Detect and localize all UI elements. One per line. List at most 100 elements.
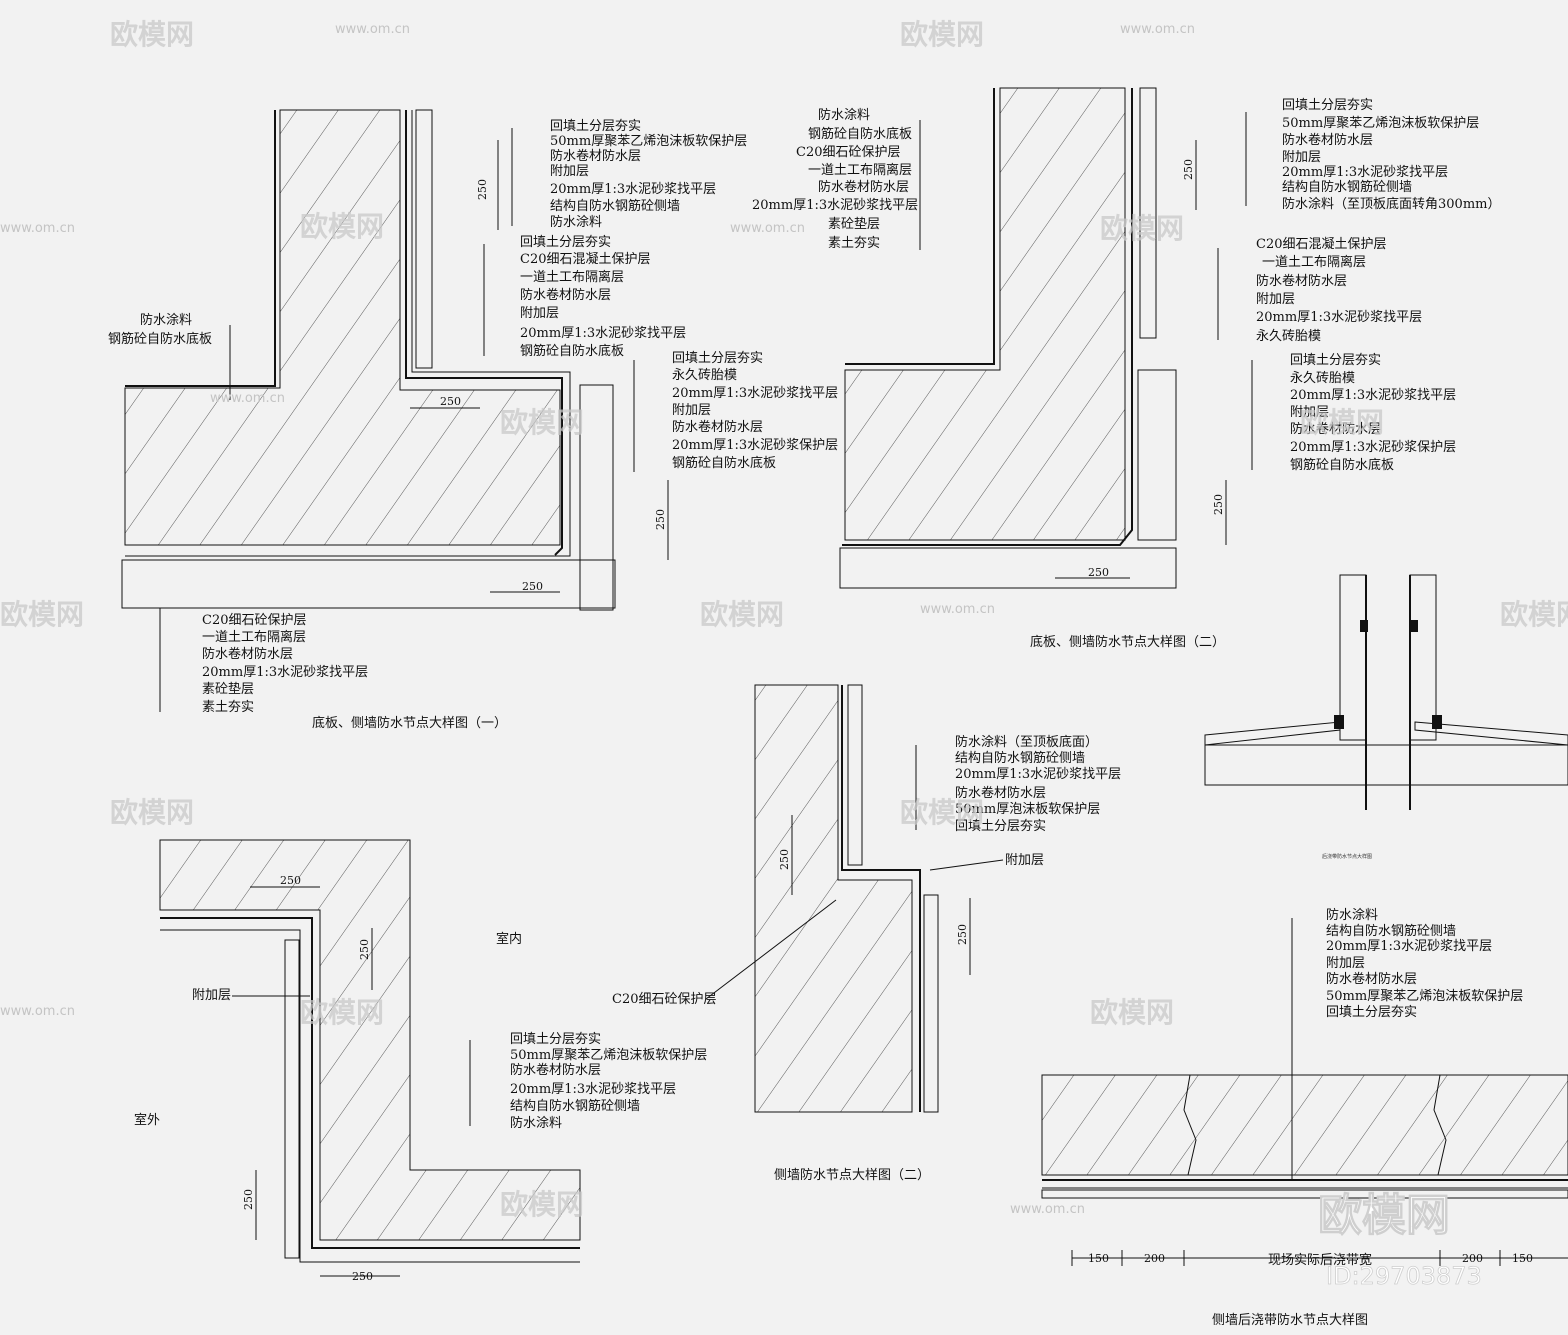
label-5-6: 回填土分层夯实 bbox=[1326, 1005, 1417, 1020]
label-2d-0: 回填土分层夯实 bbox=[1290, 353, 1381, 368]
dim-3b: 250 bbox=[358, 939, 371, 960]
concrete-bedding bbox=[121, 559, 616, 609]
membrane-line-4 bbox=[841, 685, 921, 1112]
labels-1c: 回填土分层夯实 永久砖胎模 20mm厚1:3水泥砂浆找平层 附加层 防水卷材防水… bbox=[672, 351, 838, 471]
detail-2: 250 250 250 防水涂料 钢筋砼自防水底板 C20细石砼保护层 一道土工… bbox=[752, 87, 1500, 650]
watermark-brand-14: 欧模网 bbox=[500, 1188, 584, 1221]
watermark-brand-4: 欧模网 bbox=[1100, 212, 1184, 245]
label-2a-2: C20细石砼保护层 bbox=[796, 145, 901, 160]
label-1c-4: 防水卷材防水层 bbox=[672, 419, 763, 435]
label-1b-4: 附加层 bbox=[520, 306, 559, 321]
labels-2d: 回填土分层夯实 永久砖胎模 20mm厚1:3水泥砂浆找平层 附加层 防水卷材防水… bbox=[1290, 353, 1456, 473]
watermark-url-7: www.om.cn bbox=[0, 1004, 75, 1019]
label-1a-4: 20mm厚1:3水泥砂浆找平层 bbox=[550, 182, 716, 197]
label-1b-5: 20mm厚1:3水泥砂浆找平层 bbox=[520, 326, 686, 341]
labels-2b: 回填土分层夯实 50mm厚聚苯乙烯泡沫板软保护层 防水卷材防水层 附加层 20m… bbox=[1282, 98, 1500, 212]
slab-section-6 bbox=[1204, 744, 1568, 786]
watermark-brand-9: 欧模网 bbox=[1500, 598, 1568, 631]
label-1c-5: 20mm厚1:3水泥砂浆保护层 bbox=[672, 438, 838, 453]
label-1a-0: 回填土分层夯实 bbox=[550, 119, 641, 134]
detail-5-title: 侧墙后浇带防水节点大样图 bbox=[1212, 1312, 1368, 1328]
label-2b-2: 防水卷材防水层 bbox=[1282, 132, 1373, 148]
label-2d-3: 附加层 bbox=[1290, 405, 1329, 420]
label-5-1: 结构自防水钢筋砼侧墙 bbox=[1326, 923, 1456, 939]
side-label-4: 附加层 bbox=[1005, 853, 1044, 868]
label-2a-5: 20mm厚1:3水泥砂浆找平层 bbox=[752, 198, 918, 213]
label-2c-5: 永久砖胎模 bbox=[1256, 329, 1321, 344]
label-2d-5: 20mm厚1:3水泥砂浆保护层 bbox=[1290, 440, 1456, 455]
coating-line bbox=[125, 110, 276, 387]
label-1a-2: 防水卷材防水层 bbox=[550, 148, 641, 164]
left-label-4: C20细石砼保护层 bbox=[612, 992, 717, 1007]
watermark-brand-5: 欧模网 bbox=[500, 406, 584, 439]
label-4-5: 回填土分层夯实 bbox=[955, 819, 1046, 834]
dim-1c: 250 bbox=[476, 179, 489, 200]
dim-1d: 250 bbox=[654, 509, 667, 530]
dim-3c: 250 bbox=[242, 1189, 255, 1210]
labels-4: 防水涂料（至顶板底面） 结构自防水钢筋砼侧墙 20mm厚1:3水泥砂浆找平层 防… bbox=[955, 734, 1121, 834]
label-3-2: 防水卷材防水层 bbox=[510, 1062, 601, 1078]
membrane-line bbox=[405, 110, 563, 556]
label-2b-0: 回填土分层夯实 bbox=[1282, 98, 1373, 113]
label-1b-6: 钢筋砼自防水底板 bbox=[520, 343, 624, 359]
structure-outline-2 bbox=[844, 87, 1126, 541]
detail-1: 250 250 250 250 回填土分层夯实 50mm厚聚苯乙烯泡沫板软保护层… bbox=[108, 109, 838, 731]
foam-protection bbox=[415, 109, 433, 369]
dim-4a: 250 bbox=[778, 849, 791, 870]
label-1c-3: 附加层 bbox=[672, 403, 711, 418]
label-1e-1: 一道土工布隔离层 bbox=[202, 629, 306, 645]
label-2a-0: 防水涂料 bbox=[818, 107, 870, 123]
label-1d-0: 防水涂料 bbox=[140, 312, 192, 328]
label-1a-5: 结构自防水钢筋砼侧墙 bbox=[550, 198, 680, 214]
center-label-5: 现场实际后浇带宽 bbox=[1268, 1252, 1372, 1268]
dim-5c: 200 bbox=[1462, 1252, 1483, 1265]
label-2c-3: 附加层 bbox=[1256, 292, 1295, 307]
detail-5: 150 200 200 150 现场实际后浇带宽 防水涂料 结构自防水钢筋砼侧墙… bbox=[1041, 907, 1568, 1328]
corner-brand-logo: 欧模网 bbox=[1318, 1190, 1450, 1241]
label-1a-1: 50mm厚聚苯乙烯泡沫板软保护层 bbox=[550, 134, 747, 149]
labels-2a: 防水涂料 钢筋砼自防水底板 C20细石砼保护层 一道土工布隔离层 防水卷材防水层… bbox=[752, 107, 918, 251]
membrane-line-3 bbox=[160, 917, 580, 1249]
side-label-3: 附加层 bbox=[192, 988, 231, 1003]
label-2c-4: 20mm厚1:3水泥砂浆找平层 bbox=[1256, 310, 1422, 325]
watermark-url-1: www.om.cn bbox=[335, 22, 410, 37]
label-2a-6: 素砼垫层 bbox=[828, 216, 880, 232]
label-1e-0: C20细石砼保护层 bbox=[202, 613, 307, 628]
label-1e-4: 素砼垫层 bbox=[202, 681, 254, 697]
detail-6-title: 后浇带防水节点大样图 bbox=[1322, 853, 1372, 860]
label-3-1: 50mm厚聚苯乙烯泡沫板软保护层 bbox=[510, 1048, 707, 1063]
watermark-url-2: www.om.cn bbox=[1120, 22, 1195, 37]
screed-line bbox=[125, 110, 571, 557]
label-5-4: 防水卷材防水层 bbox=[1326, 971, 1417, 987]
label-2b-4: 20mm厚1:3水泥砂浆找平层 bbox=[1282, 165, 1448, 180]
watermark-brand-8: 欧模网 bbox=[700, 598, 784, 631]
label-3-0: 回填土分层夯实 bbox=[510, 1032, 601, 1047]
detail-4-title: 侧墙防水节点大样图（二） bbox=[774, 1167, 930, 1183]
watermark-url-3: www.om.cn bbox=[0, 221, 75, 236]
dim-3d: 250 bbox=[352, 1270, 373, 1283]
dim-5b: 200 bbox=[1144, 1252, 1165, 1265]
label-4-0: 防水涂料（至顶板底面） bbox=[955, 734, 1098, 750]
watermark-brand-6: 欧模网 bbox=[1300, 406, 1384, 439]
label-3-3: 20mm厚1:3水泥砂浆找平层 bbox=[510, 1082, 676, 1097]
label-2d-1: 永久砖胎模 bbox=[1290, 371, 1355, 386]
brick-mould bbox=[579, 384, 614, 611]
dim-5a: 150 bbox=[1088, 1252, 1109, 1265]
label-2a-4: 防水卷材防水层 bbox=[818, 179, 909, 195]
label-2b-1: 50mm厚聚苯乙烯泡沫板软保护层 bbox=[1282, 116, 1479, 131]
label-1c-0: 回填土分层夯实 bbox=[672, 351, 763, 366]
label-3-4: 结构自防水钢筋砼侧墙 bbox=[510, 1098, 640, 1114]
labels-2c: C20细石混凝土保护层 一道土工布隔离层 防水卷材防水层 附加层 20mm厚1:… bbox=[1256, 236, 1422, 344]
label-5-3: 附加层 bbox=[1326, 956, 1365, 971]
labels-1b: 回填土分层夯实 C20细石混凝土保护层 一道土工布隔离层 防水卷材防水层 附加层… bbox=[520, 235, 686, 359]
label-1e-5: 素土夯实 bbox=[202, 700, 254, 715]
structure-outline-3 bbox=[159, 839, 581, 1241]
label-2c-2: 防水卷材防水层 bbox=[1256, 273, 1347, 289]
label-2d-6: 钢筋砼自防水底板 bbox=[1290, 457, 1394, 473]
label-1c-2: 20mm厚1:3水泥砂浆找平层 bbox=[672, 386, 838, 401]
label-2a-7: 素土夯实 bbox=[828, 236, 880, 251]
watermark-url-4: www.om.cn bbox=[730, 221, 805, 236]
dim-1b: 250 bbox=[522, 580, 543, 593]
label-1d-1: 钢筋砼自防水底板 bbox=[108, 331, 212, 347]
